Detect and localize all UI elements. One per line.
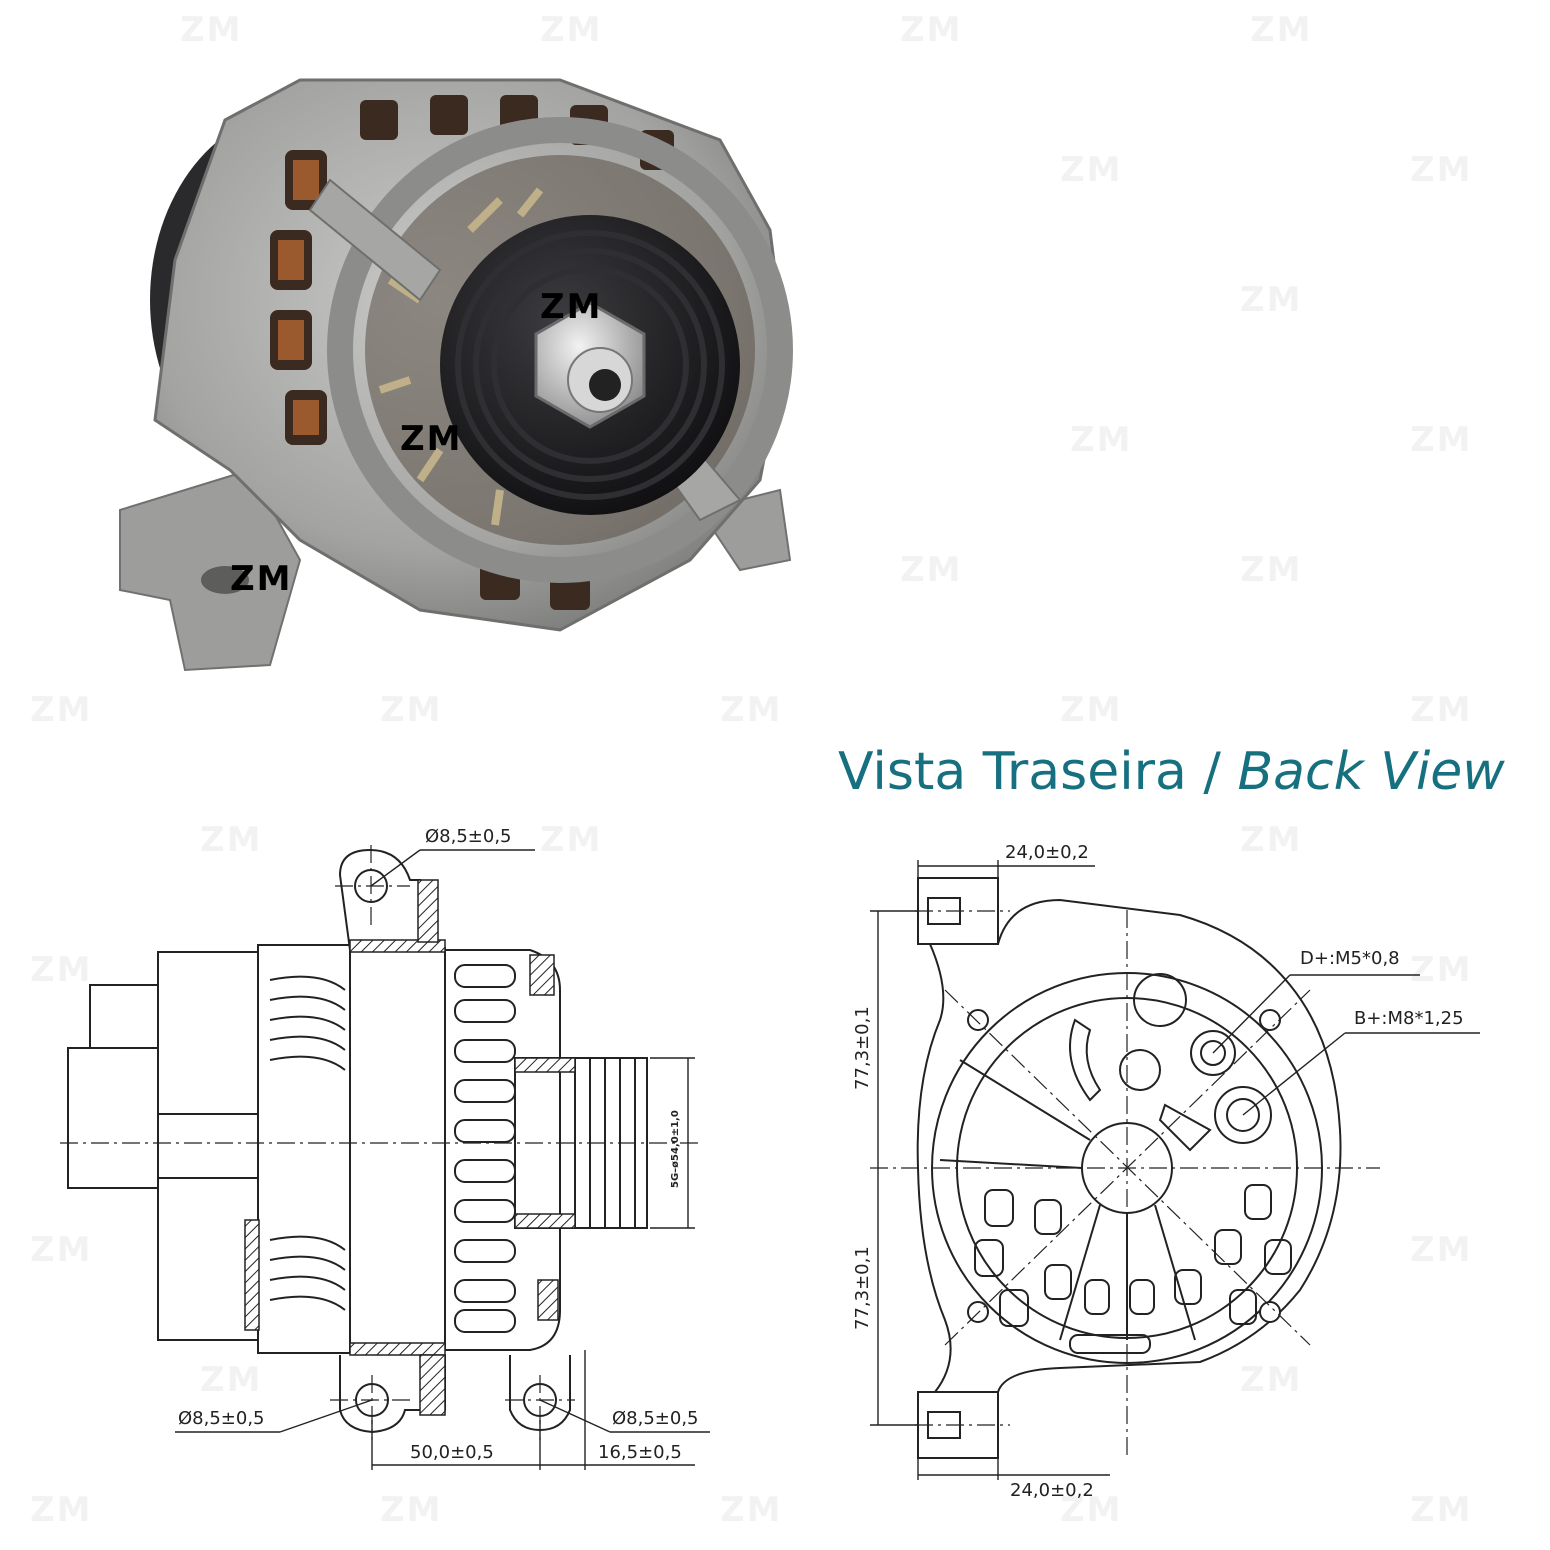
watermark: ZM — [1410, 950, 1473, 990]
watermark: ZM — [1240, 280, 1303, 320]
dim-bottom-right-hole: Ø8,5±0,5 — [612, 1408, 699, 1429]
front-ring — [327, 117, 793, 583]
watermark: ZM — [1060, 1490, 1123, 1530]
watermark: ZM — [200, 1360, 263, 1400]
shaft-socket — [589, 369, 621, 401]
watermark: ZM — [900, 550, 963, 590]
dim-width-main: 50,0±0,5 — [410, 1442, 494, 1463]
watermark: ZM — [180, 10, 243, 50]
dim-bottom-left-hole: Ø8,5±0,5 — [178, 1408, 265, 1429]
title-regular: Vista Traseira / — [838, 742, 1238, 802]
watermark: ZM — [1410, 1230, 1473, 1270]
watermark: ZM — [30, 950, 93, 990]
watermark: ZM — [1060, 150, 1123, 190]
dim-lower-height: 77,3±0,1 — [852, 1246, 873, 1330]
watermark: ZM — [1250, 10, 1313, 50]
watermark: ZM — [1240, 820, 1303, 860]
dim-terminal-b: B+:M8*1,25 — [1354, 1008, 1464, 1029]
housing-arm — [308, 178, 442, 302]
dim-top-hole: Ø8,5±0,5 — [425, 826, 512, 847]
watermark: ZM — [1240, 550, 1303, 590]
watermark: ZM — [1060, 690, 1123, 730]
watermark: ZM — [1410, 420, 1473, 460]
title-italic: Back View — [1237, 742, 1505, 802]
dim-top-width: 24,0±0,2 — [1005, 842, 1089, 863]
watermark: ZM — [200, 820, 263, 860]
watermark: ZM — [900, 10, 963, 50]
watermark: ZM — [540, 10, 603, 50]
mount-hole — [201, 566, 249, 594]
cooling-slots — [270, 95, 674, 610]
watermark: ZM — [1240, 1360, 1303, 1400]
dim-terminal-d: D+:M5*0,8 — [1300, 948, 1400, 969]
watermark: ZM — [720, 1490, 783, 1530]
alternator-photo: ZM ZM ZM — [119, 78, 793, 672]
watermark: ZM — [1410, 1490, 1473, 1530]
logo-mark: ZM — [400, 419, 463, 459]
watermark: ZM — [30, 1490, 93, 1530]
watermark: ZM — [1410, 690, 1473, 730]
watermark: ZM — [1070, 420, 1133, 460]
fan-blades — [378, 187, 544, 526]
dim-width-small: 16,5±0,5 — [598, 1442, 682, 1463]
logo-mark: ZM — [230, 559, 293, 599]
watermark: ZM — [380, 690, 443, 730]
dim-bottom-width: 24,0±0,2 — [1010, 1480, 1094, 1501]
watermark: ZM — [540, 820, 603, 860]
watermark: ZM — [380, 1490, 443, 1530]
watermark: ZM — [30, 1230, 93, 1270]
logo-mark: ZM — [540, 287, 603, 327]
watermark: ZM — [1410, 150, 1473, 190]
back-view-title: Vista Traseira / Back View — [838, 742, 1505, 802]
dim-upper-height: 77,3±0,1 — [852, 1006, 873, 1090]
watermark: ZM — [30, 690, 93, 730]
watermark: ZM — [720, 690, 783, 730]
